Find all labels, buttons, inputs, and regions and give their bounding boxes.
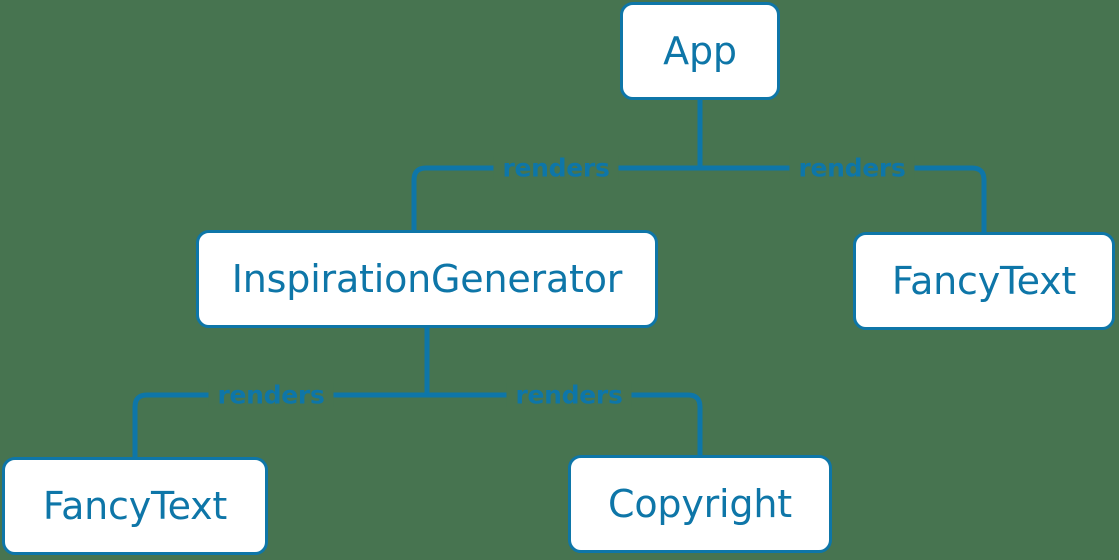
node-inspiration-generator-label: InspirationGenerator	[231, 257, 623, 301]
edge-inspiration-generator-to-copyright	[424, 392, 703, 458]
node-fancytext-bottom-label: FancyText	[42, 484, 228, 528]
edge-app-to-fancytext-right	[697, 165, 987, 235]
edge-inspiration-generator-to-fancytext-bottom	[132, 392, 430, 460]
edge-label-inspiration-generator-to-fancytext-bottom: renders	[208, 382, 334, 408]
node-app[interactable]: App	[620, 2, 780, 100]
node-app-label: App	[663, 29, 737, 73]
node-copyright[interactable]: Copyright	[568, 455, 832, 553]
node-fancytext-right[interactable]: FancyText	[853, 232, 1115, 330]
edge-label-app-to-fancytext-right: renders	[789, 155, 915, 181]
edge-label-inspiration-generator-to-copyright: renders	[506, 382, 632, 408]
edge-label-app-to-inspiration-generator: renders	[493, 155, 619, 181]
node-copyright-label: Copyright	[608, 482, 792, 526]
node-fancytext-bottom[interactable]: FancyText	[2, 457, 268, 555]
node-inspiration-generator[interactable]: InspirationGenerator	[196, 230, 658, 328]
node-fancytext-right-label: FancyText	[891, 259, 1077, 303]
edge-app-to-inspiration-generator	[411, 165, 703, 233]
